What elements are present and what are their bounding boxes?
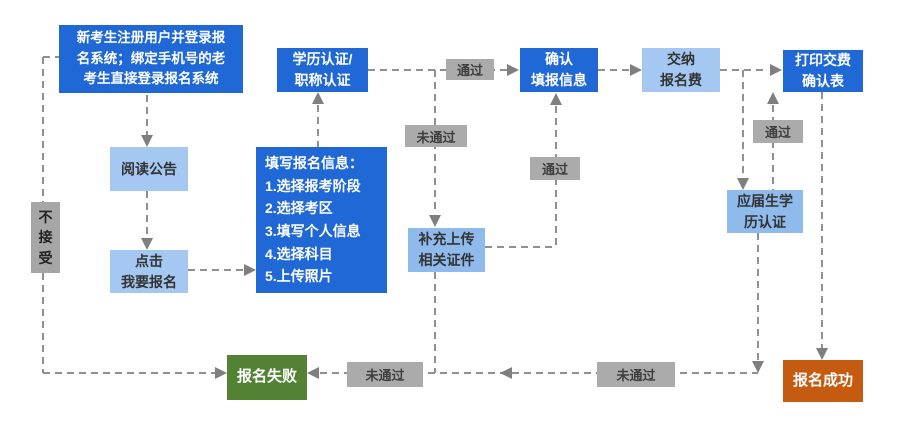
arrow-up-into-confirm-info <box>550 93 562 105</box>
label-fail-credential: 未通过 <box>405 125 467 147</box>
arrow-up-into-print-confirm <box>767 92 779 104</box>
connector-supplement-elbow-horizontal <box>485 246 557 248</box>
arrow-left-mid-bottom-line <box>500 367 512 379</box>
arrow-down-into-supplement <box>429 215 441 227</box>
arrow-left-into-fail <box>307 367 319 379</box>
node-print-confirm: 打印交费 确认表 <box>783 50 863 92</box>
label-fail-bottom-left: 未通过 <box>347 362 423 387</box>
connector-not-accept-to-fail <box>43 372 215 374</box>
connector-pay-fee-to-fresh-grad <box>742 70 744 178</box>
node-click-apply: 点击 我要报名 <box>110 250 188 293</box>
connector-supplement-to-bottom-line <box>434 272 436 373</box>
node-register: 新考生注册用户并登录报 名系统；绑定手机号的老 考生直接登录报名系统 <box>59 25 243 93</box>
connector-fresh-grad-to-bottom-line <box>757 233 759 361</box>
node-success: 报名成功 <box>783 360 863 402</box>
label-fail-bottom-right: 未通过 <box>597 362 675 387</box>
connector-fresh-grad-to-print-confirm <box>772 105 774 190</box>
connector-bottom-line-to-fail <box>320 372 758 374</box>
arrow-down-into-success <box>816 348 828 360</box>
node-pay-fee: 交纳 报名费 <box>642 48 720 92</box>
arrow-down-into-click-apply <box>141 238 153 250</box>
arrow-right-into-pay-fee <box>630 64 642 76</box>
label-pass-supplement: 通过 <box>530 157 580 180</box>
node-not-accept: 不 接 受 <box>31 202 60 273</box>
connector-pay-fee-to-print-confirm <box>720 69 768 71</box>
label-pass-credential: 通过 <box>446 59 494 80</box>
connector-register-left-stub <box>43 56 60 58</box>
node-fail: 报名失败 <box>227 355 307 400</box>
connector-print-confirm-to-success <box>821 92 823 348</box>
arrow-down-onto-bottom-line <box>752 361 764 373</box>
arrow-right-into-fail <box>215 367 227 379</box>
connector-read-notice-to-click-apply <box>146 191 148 239</box>
node-read-notice: 阅读公告 <box>110 147 188 191</box>
node-supplement-upload: 补充上传 相关证件 <box>408 228 485 272</box>
arrow-up-into-credential-auth <box>312 92 324 104</box>
arrow-right-into-print-confirm <box>770 64 782 76</box>
arrow-down-into-fresh-grad <box>737 178 749 190</box>
node-fill-info: 填写报名信息： 1.选择报考阶段 2.选择考区 3.填写个人信息 4.选择科目 … <box>256 147 387 293</box>
arrow-right-into-confirm-info <box>507 64 519 76</box>
label-pass-fresh-grad: 通过 <box>753 120 803 143</box>
arrow-right-into-fill-info <box>244 264 256 276</box>
node-fresh-grad-auth: 应届生学 历认证 <box>727 190 803 233</box>
node-credential-auth: 学历认证/ 职称认证 <box>277 48 368 92</box>
arrow-down-into-read-notice <box>141 135 153 147</box>
connector-credential-auth-to-confirm-info <box>368 69 507 71</box>
node-confirm-info: 确认 填报信息 <box>520 48 598 92</box>
connector-click-apply-to-fill-info <box>188 269 245 271</box>
connector-register-to-read-notice <box>146 95 148 137</box>
connector-confirm-info-to-pay-fee <box>598 69 631 71</box>
connector-fill-info-to-credential-auth <box>317 105 319 147</box>
